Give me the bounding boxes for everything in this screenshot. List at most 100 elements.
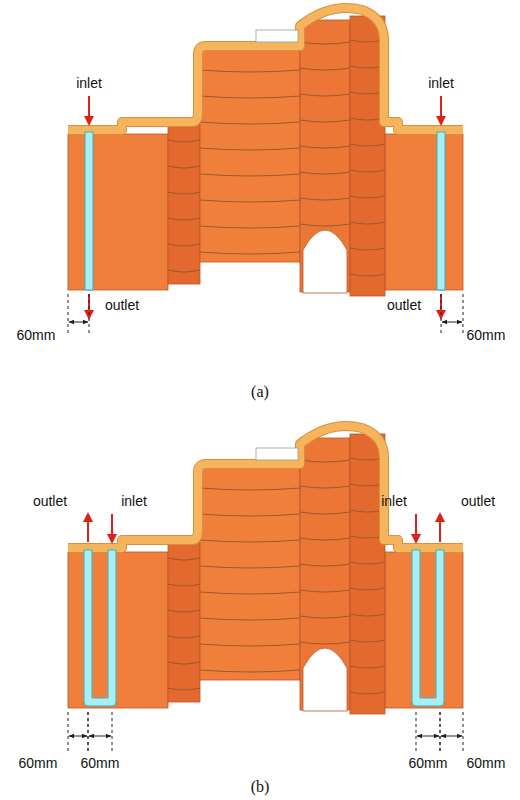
winding-stripe	[168, 610, 200, 612]
dimension-line	[417, 736, 439, 737]
side-block	[385, 134, 463, 290]
winding-stripe	[350, 562, 385, 564]
winding-stripe	[168, 270, 200, 272]
winding-column	[300, 438, 350, 710]
panel-label: (a)	[251, 383, 269, 401]
winding-stripe	[350, 274, 385, 276]
top-band-edge	[68, 426, 463, 548]
flow-label: inlet	[381, 494, 407, 509]
dimension-line	[441, 736, 462, 737]
winding-stripe	[200, 644, 300, 646]
extension-line	[68, 712, 69, 754]
top-band	[68, 426, 463, 548]
flow-label: outlet	[105, 298, 139, 313]
winding-stripe	[300, 512, 350, 514]
spacer-plate	[256, 448, 298, 460]
winding-column	[200, 466, 300, 680]
winding-stripe	[200, 540, 300, 542]
winding-stripe	[300, 642, 350, 644]
dimension-line	[442, 322, 462, 323]
extension-line	[416, 712, 417, 754]
extension-line	[89, 294, 90, 334]
winding-stripe	[350, 640, 385, 642]
panel-label: (b)	[251, 778, 270, 796]
extension-line	[112, 712, 113, 754]
winding-stripe	[200, 670, 300, 672]
flow-label: inlet	[121, 494, 147, 509]
winding-stripe	[300, 590, 350, 592]
winding-stripe	[200, 148, 300, 150]
flow-arrow	[88, 96, 90, 124]
winding-stripe	[300, 172, 350, 174]
flow-arrow	[415, 514, 417, 542]
flow-arrow	[440, 96, 442, 124]
extension-line	[463, 294, 464, 334]
flow-arrow	[111, 514, 113, 542]
winding-stripe	[168, 688, 200, 690]
winding-stripe	[300, 68, 350, 70]
winding-stripe	[168, 192, 200, 194]
dimension-label: 60mm	[467, 328, 506, 343]
winding-stripe	[200, 200, 300, 202]
flow-label: outlet	[461, 494, 495, 509]
winding-stripe	[168, 584, 200, 586]
dimension-label: 60mm	[17, 328, 56, 343]
winding-stripe	[300, 42, 350, 44]
winding-column	[300, 20, 350, 292]
winding-stripe	[200, 122, 300, 124]
extension-line	[68, 294, 69, 334]
dimension-label: 60mm	[19, 756, 58, 771]
side-block	[385, 552, 463, 708]
winding-column	[200, 48, 300, 262]
winding-stripe	[300, 564, 350, 566]
cooling-pipe	[412, 550, 444, 706]
winding-stripe	[168, 166, 200, 168]
arch-opening	[303, 648, 347, 711]
winding-model	[68, 8, 463, 334]
dimension-label: 60mm	[409, 756, 448, 771]
winding-stripe	[168, 558, 200, 560]
dimension-line	[89, 736, 111, 737]
top-band	[68, 8, 463, 130]
winding-stripe	[350, 588, 385, 590]
cooling-pipe	[85, 132, 93, 290]
winding-column	[168, 118, 200, 284]
winding-stripe	[300, 460, 350, 462]
winding-stripe	[200, 252, 300, 254]
winding-stripe	[200, 566, 300, 568]
dimension-line	[69, 736, 87, 737]
side-block	[68, 552, 168, 708]
dimension-label: 60mm	[81, 756, 120, 771]
winding-stripe	[300, 120, 350, 122]
winding-stripe	[300, 616, 350, 618]
winding-stripe	[168, 662, 200, 664]
winding-stripe	[168, 140, 200, 142]
flow-label: outlet	[387, 298, 421, 313]
winding-stripe	[300, 538, 350, 540]
winding-stripe	[200, 514, 300, 516]
flow-label: outlet	[33, 494, 67, 509]
winding-stripe	[350, 614, 385, 616]
extension-line	[440, 712, 441, 754]
winding-stripe	[168, 244, 200, 246]
winding-stripe	[350, 144, 385, 146]
extension-line	[463, 712, 464, 754]
winding-stripe	[350, 666, 385, 668]
winding-stripe	[200, 226, 300, 228]
winding-stripe	[200, 592, 300, 594]
winding-stripe	[350, 196, 385, 198]
winding-stripe	[300, 486, 350, 488]
winding-stripe	[200, 96, 300, 98]
winding-stripe	[200, 174, 300, 176]
cooling-pipe	[84, 550, 116, 706]
winding-stripe	[350, 170, 385, 172]
cooling-pipe	[437, 132, 445, 290]
top-band-edge	[68, 8, 463, 130]
winding-stripe	[200, 488, 300, 490]
extension-line	[88, 712, 89, 754]
extension-line	[88, 712, 89, 754]
winding-stripe	[350, 222, 385, 224]
winding-stripe	[168, 636, 200, 638]
dimension-line	[69, 322, 88, 323]
